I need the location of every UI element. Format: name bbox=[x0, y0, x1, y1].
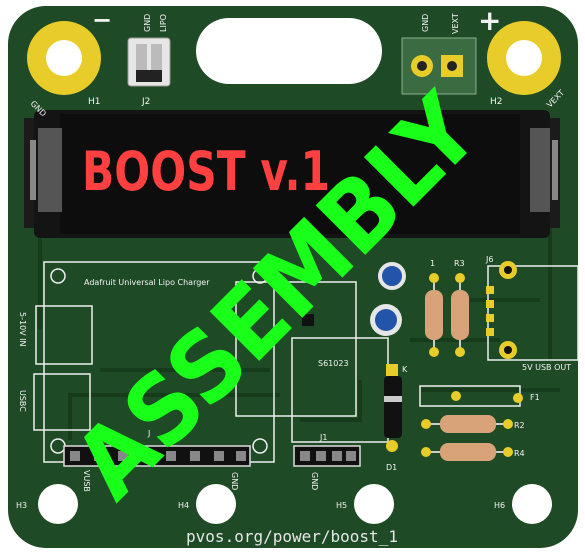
label-j-left: J bbox=[147, 429, 150, 438]
label-vusb: VUSB bbox=[82, 470, 91, 492]
label-h6: H6 bbox=[494, 501, 505, 510]
label-j6: J6 bbox=[485, 255, 493, 264]
mount-hole-h2 bbox=[487, 21, 561, 95]
mount-hole-h4 bbox=[196, 484, 236, 524]
label-d1: D1 bbox=[386, 463, 397, 472]
label-vext-gnd: GND bbox=[421, 14, 430, 32]
mount-hole-h5 bbox=[354, 484, 394, 524]
label-tps: S61023 bbox=[318, 359, 349, 368]
url-label: pvos.org/power/boost_1 bbox=[186, 527, 398, 546]
battery-holder bbox=[24, 110, 560, 238]
label-k: K bbox=[402, 365, 408, 374]
mount-hole-h1 bbox=[27, 21, 101, 95]
label-r2: R2 bbox=[514, 421, 525, 430]
vext-terminal bbox=[401, 37, 477, 95]
usb-out-connector bbox=[486, 261, 579, 361]
label-gnd-j: GND bbox=[230, 472, 239, 490]
board-title: BOOST v.1 bbox=[82, 140, 330, 203]
label-r4: R4 bbox=[514, 449, 525, 458]
label-in: 5-10V IN bbox=[18, 312, 27, 347]
capacitor bbox=[370, 262, 406, 336]
label-j2-gnd: GND bbox=[143, 14, 152, 32]
label-j2: J2 bbox=[141, 97, 150, 107]
resistor-r1 bbox=[425, 273, 443, 357]
label-r3: R3 bbox=[454, 259, 465, 268]
label-j2-lipo: LIPO bbox=[159, 14, 168, 32]
label-usbc: USBC bbox=[18, 390, 27, 412]
mount-hole-h6 bbox=[512, 484, 552, 524]
resistor-r3 bbox=[451, 273, 469, 357]
label-h4: H4 bbox=[178, 501, 189, 510]
board-slot bbox=[196, 18, 382, 84]
label-j1: J1 bbox=[319, 433, 327, 442]
label-vext-vext: VEXT bbox=[451, 13, 460, 34]
label-charger: Adafruit Universal Lipo Charger bbox=[84, 278, 210, 287]
label-h1: H1 bbox=[88, 97, 101, 107]
label-h2: H2 bbox=[490, 97, 503, 107]
resistor-r2 bbox=[421, 415, 513, 433]
label-usb-out: 5V USB OUT bbox=[522, 363, 571, 372]
plus-sign: + bbox=[478, 4, 501, 37]
header-j1 bbox=[293, 445, 361, 467]
header-vusb bbox=[63, 445, 251, 467]
mount-hole-h3 bbox=[38, 484, 78, 524]
label-h5: H5 bbox=[336, 501, 347, 510]
label-r1: 1 bbox=[430, 259, 435, 268]
minus-sign: − bbox=[92, 6, 112, 34]
fuse-f1 bbox=[419, 385, 523, 407]
diode-d1 bbox=[384, 364, 402, 452]
label-gnd-j1: GND bbox=[310, 472, 319, 490]
resistor-r4 bbox=[421, 443, 513, 461]
j2-connector bbox=[127, 37, 171, 87]
label-h3: H3 bbox=[16, 501, 27, 510]
label-f1: F1 bbox=[530, 393, 540, 402]
